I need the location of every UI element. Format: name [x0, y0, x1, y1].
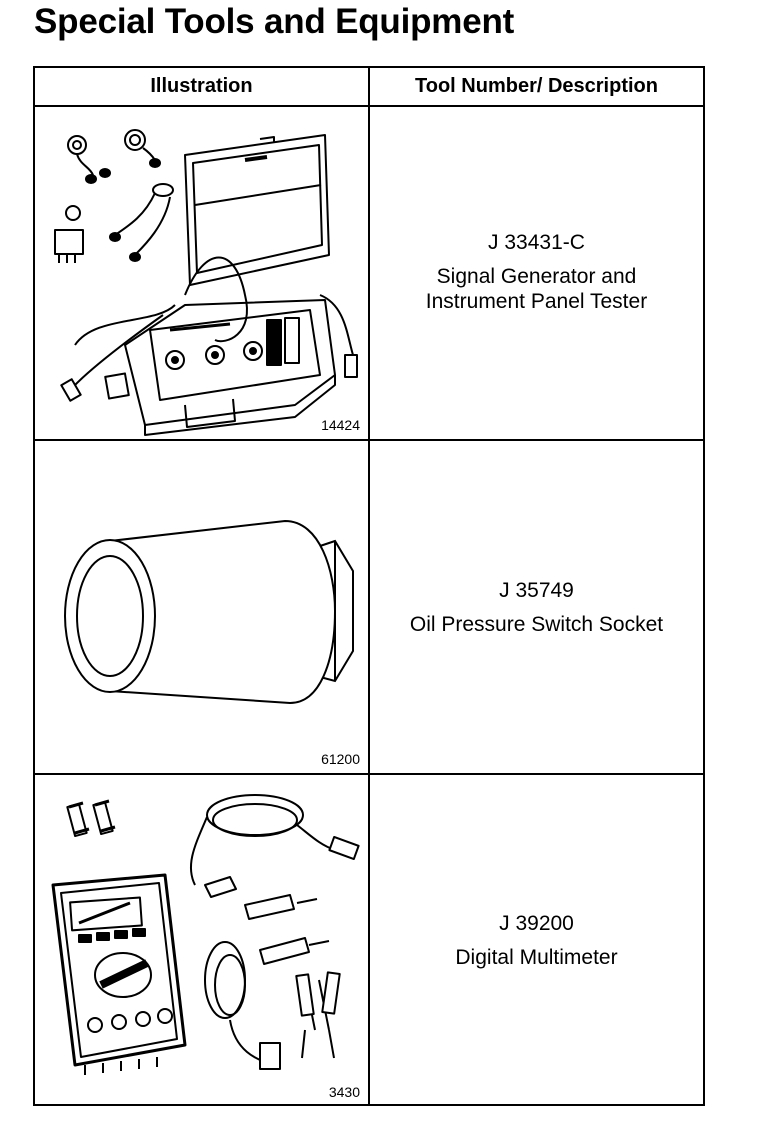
table-row: 61200 J 35749 Oil Pressure Switch Socket — [35, 441, 703, 775]
tool-number: J 35749 — [499, 578, 574, 602]
illustration-cell: 61200 — [35, 441, 368, 773]
tool-number: J 39200 — [499, 912, 574, 935]
header-tool-description: Tool Number/ Description — [415, 75, 658, 97]
tool-description-line: Instrument Panel Tester — [425, 290, 648, 313]
illustration-cell: 14424 — [35, 105, 368, 439]
illustration-cell: 3430 — [35, 775, 368, 1106]
table-row: 14424 J 33431-C Signal Generator and Ins… — [35, 105, 703, 441]
socket-icon — [64, 519, 354, 705]
table-header-row: Illustration Tool Number/ Description — [35, 68, 703, 107]
figure-number: 3430 — [328, 1084, 360, 1100]
tool-description-line: Digital Multimeter — [455, 946, 618, 969]
header-illustration: Illustration — [150, 75, 253, 97]
description-cell: J 39200 Digital Multimeter — [370, 775, 703, 1106]
page-title: Special Tools and Equipment — [34, 2, 515, 41]
tool-description-line: Signal Generator and — [436, 265, 637, 288]
tool-number: J 33431-C — [488, 231, 585, 254]
tool-description-line: Oil Pressure Switch Socket — [409, 612, 664, 636]
table-row: 3430 J 39200 Digital Multimeter — [35, 775, 703, 1106]
description-cell: J 33431-C Signal Generator and Instrumen… — [370, 105, 703, 439]
figure-number: 61200 — [321, 751, 360, 767]
column-divider — [368, 68, 370, 1104]
description-cell: J 35749 Oil Pressure Switch Socket — [370, 441, 703, 773]
signal-generator-case-icon — [54, 129, 358, 436]
special-tools-table: Illustration Tool Number/ Description — [33, 66, 705, 1106]
figure-number: 14424 — [321, 417, 360, 433]
multimeter-icon — [51, 794, 360, 1075]
